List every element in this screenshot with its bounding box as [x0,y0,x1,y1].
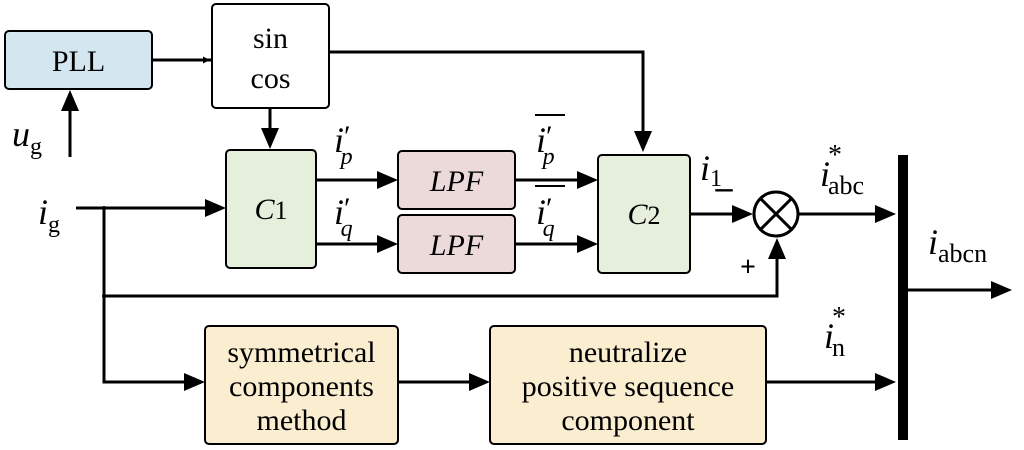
summing-junction [752,190,800,238]
ip-label: i′p [334,120,353,170]
pll-block: PLL [4,30,153,90]
sin-label: sin [253,22,288,55]
symmetrical-line1: symmetrical [227,336,375,369]
symmetrical-components-block: symmetrical components method [204,325,399,445]
svg-text:i′q: i′q [536,192,555,242]
ig-label: ig [38,192,60,238]
c1-block: C1 [225,149,317,269]
wire-ig-feedback-to-summer [102,208,779,298]
c2-block: C2 [597,154,691,274]
ug-label: ug [12,114,42,160]
lpf-block-2: LPF [397,214,516,274]
sin-cos-block: sin cos [211,3,330,109]
iabc-ref-label: i*abc [820,140,864,200]
c1-label: C1 [254,193,287,226]
i1-label: i1 [700,148,722,192]
neutralize-line2: positive sequence [522,370,734,403]
summer-plus-sign: + [740,252,756,283]
iabcn-label: iabcn [928,222,987,268]
signal-wires [61,50,1012,391]
lpf-block-1: LPF [397,150,516,210]
lpf2-label: LPF [429,229,484,262]
neutralize-line1: neutralize [569,336,687,369]
pll-label: PLL [52,45,105,78]
summing-bus-bar [898,155,908,440]
iq-bar-label: i′q [535,185,565,242]
wire-trig-to-c2 [329,50,645,138]
in-ref-label: i*n [824,302,846,362]
ip-bar-label: i′p [535,114,565,170]
summer-minus-sign: – [715,169,734,206]
neutralize-line3: component [561,404,695,437]
c2-label: C2 [627,198,660,231]
iq-label: i′q [334,192,353,242]
symmetrical-line2: components [229,370,374,403]
svg-text:i′p: i′p [536,120,555,170]
cos-label: cos [251,62,291,95]
neutralize-block: neutralize positive sequence component [489,325,767,445]
lpf1-label: LPF [429,165,484,198]
symmetrical-line3: method [257,404,347,437]
wire-ig-to-symmetrical [102,296,190,384]
